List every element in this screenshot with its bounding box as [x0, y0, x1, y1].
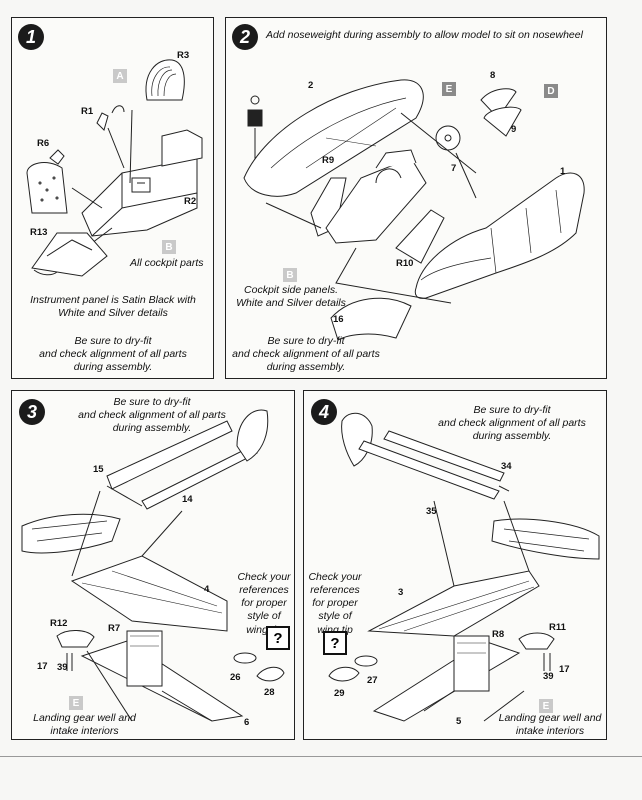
dry-fit-note: Be sure to dry-fit and check alignment o…: [438, 404, 586, 443]
part-5: 5: [456, 716, 462, 727]
part-17: 17: [559, 664, 570, 675]
color-callout-e: E: [442, 82, 456, 96]
color-callout-e: E: [539, 699, 553, 713]
part-17: 17: [37, 661, 48, 672]
noseweight-header: Add noseweight during assembly to allow …: [266, 29, 583, 41]
part-16: 16: [333, 314, 344, 325]
part-r12: R12: [50, 618, 68, 629]
step-1-cockpit-drawing: [26, 59, 203, 277]
part-r9: R9: [322, 155, 335, 166]
step-3-panel: 3 Be sure to dry-fit and check alignment…: [11, 390, 295, 740]
part-34: 34: [501, 461, 512, 472]
part-r13: R13: [30, 227, 48, 238]
part-7: 7: [451, 163, 457, 174]
part-28: 28: [264, 687, 275, 698]
step-1-badge: 1: [18, 24, 44, 50]
part-14: 14: [182, 494, 193, 505]
part-35: 35: [426, 506, 437, 517]
step-2-panel: 2 Add noseweight during assembly to allo…: [225, 17, 607, 379]
part-r11: R11: [549, 622, 566, 633]
step-2-fuselage-drawing: [243, 79, 585, 341]
step-4-badge: 4: [311, 399, 337, 425]
part-2: 2: [308, 80, 314, 91]
part-r2: R2: [184, 196, 197, 207]
part-27: 27: [367, 675, 378, 686]
color-callout-d: D: [544, 84, 558, 98]
step-2-badge: 2: [232, 24, 258, 50]
part-r6: R6: [37, 138, 50, 149]
part-r1: R1: [81, 106, 94, 117]
part-r7: R7: [108, 623, 121, 634]
step-1-panel: 1 R3 A R1: [11, 17, 214, 379]
landing-gear-note: Landing gear well and intake interiors: [33, 712, 136, 738]
part-4: 4: [204, 584, 210, 595]
color-callout-e: E: [69, 696, 83, 710]
part-29: 29: [334, 688, 345, 699]
dry-fit-note: Be sure to dry-fit and check alignment o…: [78, 396, 226, 435]
part-15: 15: [93, 464, 104, 475]
part-39: 39: [543, 671, 554, 682]
color-callout-b: B: [162, 240, 176, 254]
part-9: 9: [511, 124, 517, 135]
instrument-panel-note: Instrument panel is Satin Black with Whi…: [30, 294, 196, 320]
color-callout-a: A: [113, 69, 127, 83]
step-3-wing-drawing: [21, 409, 285, 722]
dry-fit-note: Be sure to dry-fit and check alignment o…: [232, 335, 380, 374]
cockpit-side-panels-note: Cockpit side panels. White and Silver de…: [236, 284, 346, 310]
dry-fit-note: Be sure to dry-fit and check alignment o…: [39, 335, 187, 374]
part-39: 39: [57, 662, 68, 673]
part-6: 6: [244, 717, 250, 728]
part-8: 8: [490, 70, 496, 81]
question-mark-icon: ?: [323, 631, 347, 655]
step-4-wing-drawing: [328, 412, 600, 722]
page-bottom-rule: [0, 756, 642, 757]
check-references-note: Check your references for proper style o…: [237, 571, 291, 636]
part-r8: R8: [492, 629, 505, 640]
check-references-note: Check your references for proper style o…: [308, 571, 362, 636]
part-r10: R10: [396, 258, 414, 269]
part-26: 26: [230, 672, 241, 683]
part-r3: R3: [177, 50, 190, 61]
color-callout-b: B: [283, 268, 297, 282]
all-cockpit-parts-caption: All cockpit parts: [130, 257, 204, 269]
question-mark-icon: ?: [266, 626, 290, 650]
part-3: 3: [398, 587, 404, 598]
landing-gear-note: Landing gear well and intake interiors: [498, 712, 602, 738]
part-1: 1: [560, 166, 566, 177]
step-3-badge: 3: [19, 399, 45, 425]
step-4-panel: 4 Be sure to dry-fit and check alignment…: [303, 390, 607, 740]
